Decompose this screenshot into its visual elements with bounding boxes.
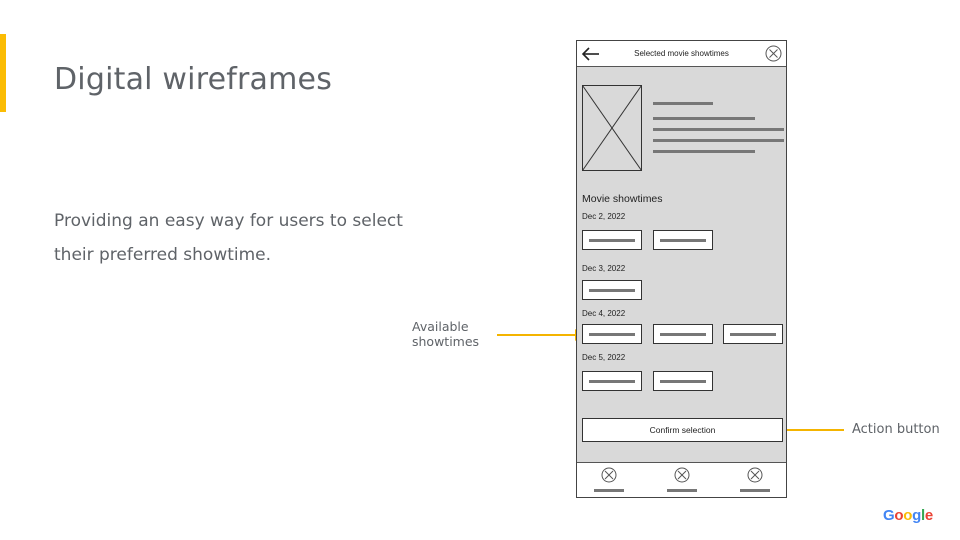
movie-info-line [653, 128, 784, 131]
header-title: Selected movie showtimes [634, 49, 729, 58]
showtime-slot[interactable] [582, 230, 642, 250]
wireframe-phone: Selected movie showtimes Movie showtimes… [576, 40, 787, 498]
date-label: Dec 4, 2022 [582, 309, 626, 318]
showtime-slot[interactable] [582, 371, 642, 391]
callout-arrow-showtimes [497, 329, 583, 341]
nav-label-placeholder [594, 489, 624, 492]
callout-action-button: Action button [852, 422, 940, 437]
showtime-slot[interactable] [723, 324, 783, 344]
nav-item[interactable] [667, 467, 697, 493]
nav-label-placeholder [740, 489, 770, 492]
showtime-slot[interactable] [653, 230, 713, 250]
slide-body: Providing an easy way for users to selec… [54, 211, 403, 265]
showtime-slot[interactable] [653, 371, 713, 391]
bottom-nav [577, 462, 786, 497]
confirm-selection-button[interactable]: Confirm selection [582, 418, 783, 442]
close-icon[interactable] [765, 45, 782, 62]
movie-info-line [653, 139, 784, 142]
date-label: Dec 3, 2022 [582, 264, 626, 273]
google-logo: Google [883, 507, 933, 524]
showtime-slot[interactable] [582, 324, 642, 344]
section-heading: Movie showtimes [582, 193, 663, 205]
movie-info-line [653, 150, 755, 153]
slide-title: Digital wireframes [54, 62, 333, 97]
accent-bar [0, 34, 6, 112]
movie-poster-placeholder [582, 85, 642, 171]
showtime-slot[interactable] [653, 324, 713, 344]
movie-title-placeholder [653, 102, 713, 105]
showtime-slot[interactable] [582, 280, 642, 300]
nav-placeholder-icon [747, 467, 763, 483]
app-header: Selected movie showtimes [577, 41, 786, 67]
movie-info-line [653, 117, 755, 120]
date-label: Dec 2, 2022 [582, 212, 626, 221]
nav-item[interactable] [740, 467, 770, 493]
nav-item[interactable] [594, 467, 624, 493]
nav-label-placeholder [667, 489, 697, 492]
callout-available-showtimes: Available showtimes [412, 319, 480, 349]
back-arrow-icon[interactable] [582, 47, 600, 61]
date-label: Dec 5, 2022 [582, 353, 626, 362]
nav-placeholder-icon [601, 467, 617, 483]
nav-placeholder-icon [674, 467, 690, 483]
